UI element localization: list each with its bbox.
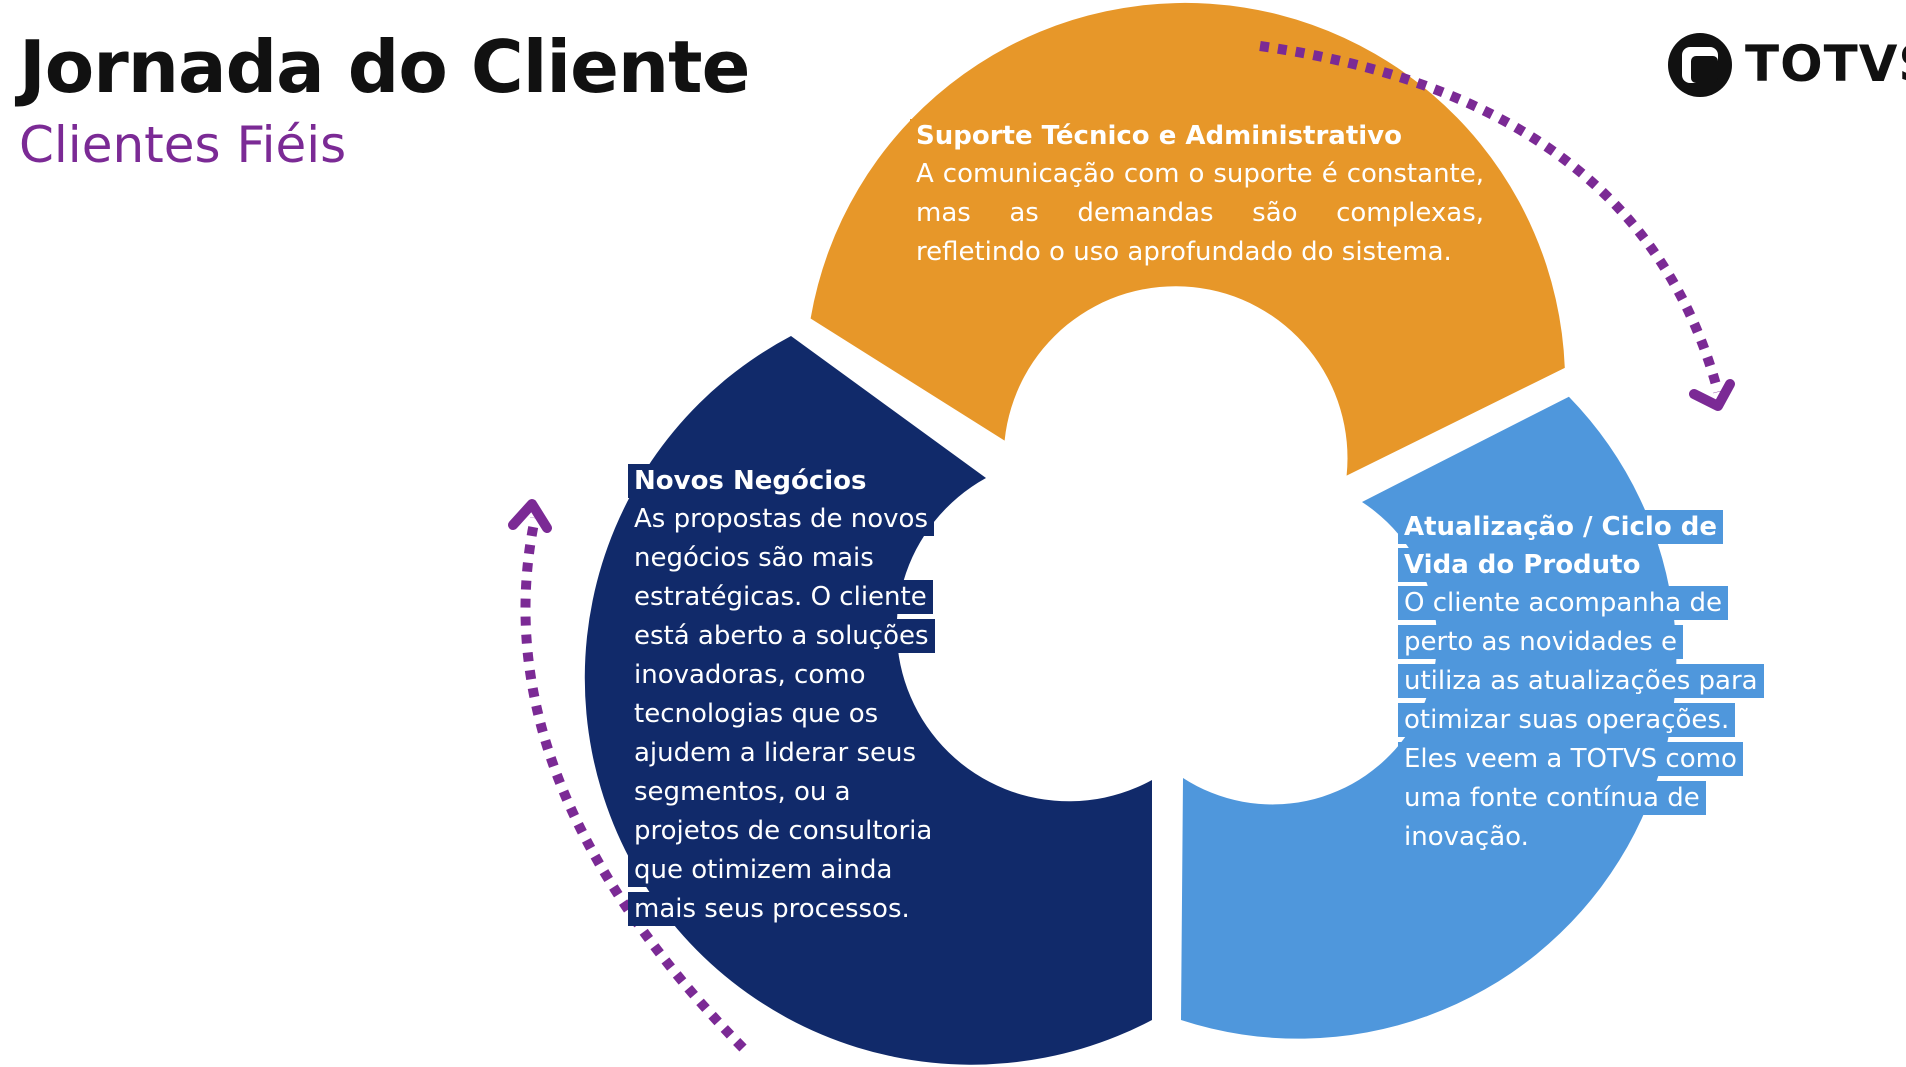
segment-atualizacao-heading: Atualização / Ciclo de Vida do Produto bbox=[1398, 510, 1724, 582]
totvs-logo-icon bbox=[1668, 33, 1732, 97]
totvs-logo: TOTVS bbox=[1665, 30, 1906, 104]
segment-suporte-heading: Suporte Técnico e Administrativo bbox=[910, 119, 1408, 153]
logo-text: TOTVS bbox=[1745, 35, 1906, 93]
segment-novos-body: As propostas de novos negócios são mais … bbox=[628, 502, 939, 926]
segment-suporte-body: A comunicação com o suporte é constante,… bbox=[910, 157, 1490, 269]
segment-atualizacao-text: Atualização / Ciclo de Vida do Produto O… bbox=[1398, 508, 1764, 857]
arrowhead-top-right-icon bbox=[1689, 379, 1735, 411]
segment-novos-text: Novos Negócios As propostas de novos neg… bbox=[628, 462, 958, 929]
page-subtitle: Clientes Fiéis bbox=[19, 116, 347, 174]
page-title: Jornada do Cliente bbox=[19, 25, 750, 109]
segment-novos-heading: Novos Negócios bbox=[628, 464, 873, 498]
dotted-arrow-bottom-left bbox=[520, 516, 747, 1052]
segment-atualizacao-body: O cliente acompanha de perto as novidade… bbox=[1398, 586, 1764, 854]
arrowhead-bottom-left-icon bbox=[508, 499, 552, 533]
dotted-arrow-top-right bbox=[1259, 41, 1723, 394]
segment-suporte-text: Suporte Técnico e Administrativo A comun… bbox=[910, 117, 1490, 272]
